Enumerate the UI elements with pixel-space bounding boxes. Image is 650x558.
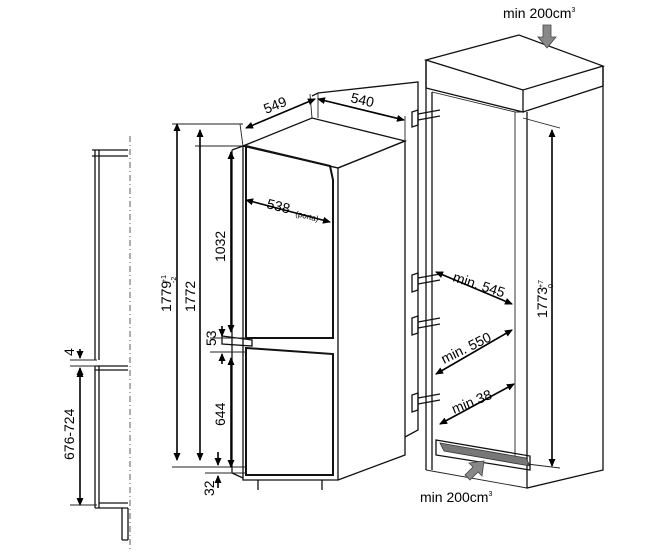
top-vent-arrow-icon — [537, 24, 557, 49]
dim-540-line — [317, 97, 405, 122]
hinge-bottom — [411, 392, 441, 413]
dim-min38-label: min.38 — [449, 386, 494, 417]
cabinet-top-side — [522, 66, 604, 113]
open-door-panel — [311, 81, 419, 438]
side-profile-foot — [121, 508, 129, 541]
hinge-top — [411, 109, 441, 128]
dim-1773-ext-bottom — [526, 463, 561, 469]
dim-32-label: 32 — [201, 480, 217, 496]
gap-4-label: 4 — [61, 348, 77, 356]
lower-door — [245, 346, 334, 476]
dim-1773-tol-plus: +7 — [538, 280, 545, 288]
appliance-door-edge — [231, 145, 244, 479]
appliance-top-face — [240, 117, 408, 169]
cabinet-inner-back — [431, 91, 523, 460]
bottom-vent-arrow-icon — [464, 460, 485, 481]
dim-549-label: 549 — [261, 93, 289, 117]
dim-538-note: (porta) — [295, 209, 320, 224]
dim-53-label: 53 — [203, 330, 219, 346]
door-handle — [221, 335, 253, 347]
ventilation: min 200cm3 min 200cm3 — [420, 5, 575, 505]
side-profile: 4 676-724 — [61, 136, 131, 550]
cabinet — [411, 34, 606, 489]
dim-1773-label: 1773 — [534, 287, 550, 318]
cabinet-base-front — [425, 469, 528, 489]
appliance-side-face — [337, 140, 406, 481]
appliance-feet — [257, 480, 323, 490]
dim-644-label: 644 — [212, 402, 228, 426]
niche-dimensions: min. 545 min. 550 min.38 1773 +7 0 — [435, 117, 561, 469]
appliance-front-face — [242, 145, 339, 481]
bottom-vent-label: min 200cm3 — [420, 489, 492, 505]
dim-min545-label: min. 545 — [451, 269, 507, 301]
appliance-dimensions: 549 540 538 (porta) 1779 +1 -2 1772 1032… — [158, 89, 406, 496]
dim-1779-tol-minus: -2 — [171, 277, 178, 283]
dim-549-line — [245, 98, 316, 129]
dim-540-label: 540 — [349, 89, 376, 110]
plinth-recess — [435, 439, 531, 471]
cabinet-top — [423, 34, 606, 91]
dim-min550-line — [435, 329, 513, 375]
dim-1773-ext-top — [522, 117, 561, 129]
dim-549-ext-right — [309, 93, 313, 119]
dim-538-line — [245, 198, 331, 224]
door-range-label: 676-724 — [61, 408, 77, 460]
dim-min545-line — [435, 271, 513, 305]
side-profile-lower — [94, 365, 128, 509]
dim-min550-label: min. 550 — [438, 329, 493, 367]
appliance — [221, 81, 419, 490]
cabinet-right-wall — [526, 66, 604, 489]
side-profile-upper — [92, 149, 128, 360]
upper-door — [245, 144, 334, 339]
dim-1772-label: 1772 — [182, 281, 198, 312]
dim-1773-tol-minus: 0 — [548, 284, 555, 288]
cabinet-left-wall — [425, 60, 433, 470]
hinge-lower — [411, 315, 441, 336]
dim-1779-label: 1779 — [158, 281, 174, 312]
dim-1779-tol-plus: +1 — [161, 275, 168, 283]
dim-549-ext-left — [239, 123, 244, 147]
dim-1032-label: 1032 — [212, 231, 228, 262]
dim-min38-line — [439, 383, 515, 425]
top-vent-label: min 200cm3 — [503, 5, 575, 21]
dim-538-label: 538 — [265, 195, 292, 216]
